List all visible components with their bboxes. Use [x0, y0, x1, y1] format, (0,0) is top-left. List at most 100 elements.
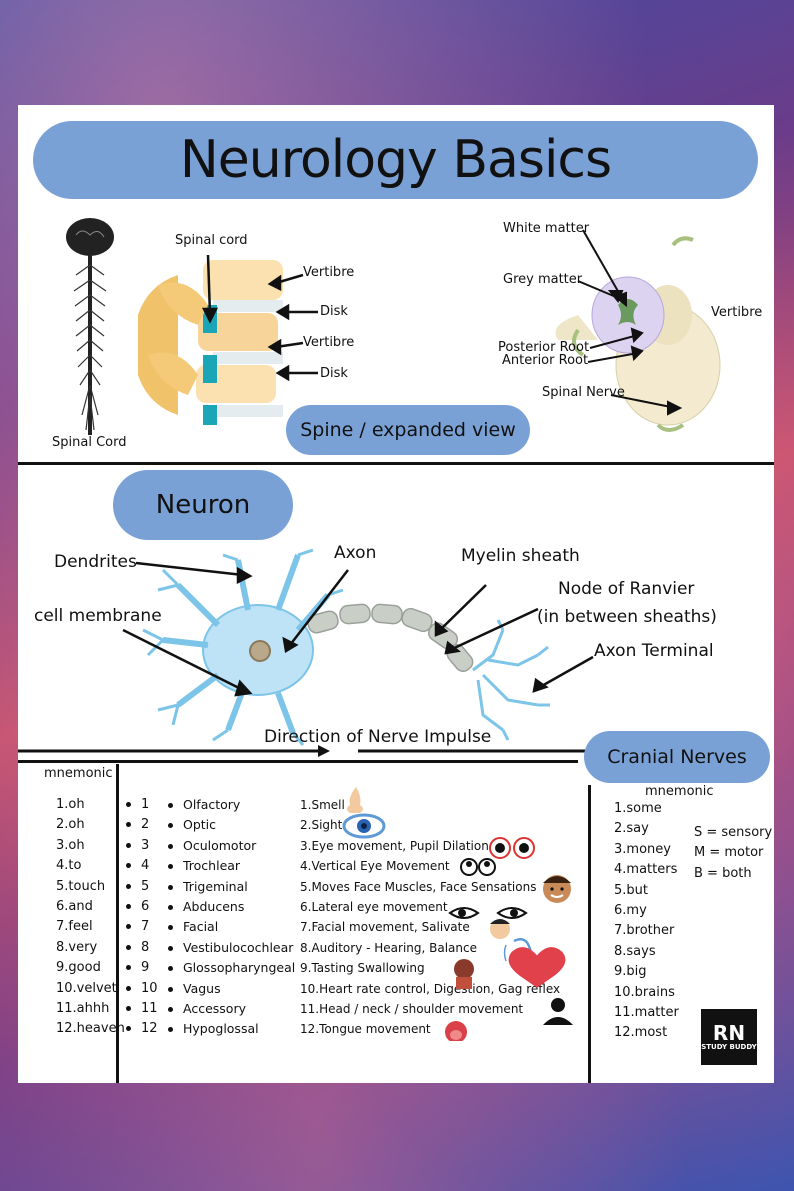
function-item: 5.Moves Face Muscles, Face Sensations — [300, 879, 537, 894]
neuron-heading-pill: Neuron — [113, 470, 293, 540]
divider-spine — [18, 462, 774, 465]
direction-label: Direction of Nerve Impulse — [264, 727, 492, 747]
logo-subtext: STUDY BUDDY — [701, 1042, 757, 1051]
nerve-name: Hypoglossal — [183, 1021, 259, 1037]
nerve-name: Oculomotor — [183, 837, 257, 853]
cranial-heading: Cranial Nerves — [607, 746, 747, 768]
list-item: 1.oh — [56, 797, 85, 812]
expanded-view-label: Spine / expanded view — [300, 419, 516, 441]
person-silhouette-icon — [543, 998, 573, 1025]
dendrites-label: Dendrites — [54, 552, 137, 572]
spine-arrows — [201, 254, 318, 382]
nerve-number: 10 — [141, 980, 158, 996]
list-item: 2.say — [614, 821, 649, 837]
nerve-name: Abducens — [183, 898, 245, 914]
right-mnemonic-title: mnemonic — [645, 784, 714, 799]
nerve-number: 1 — [141, 797, 150, 812]
cranial-heading-pill: Cranial Nerves — [584, 731, 770, 783]
list-item: 8.says — [614, 943, 656, 959]
left-mnemonic-list: 1.oh 2.oh 3.oh 4.to 5.touch 6.and 7.feel… — [56, 795, 125, 1040]
function-item: 7.Facial movement, Salivate — [300, 920, 470, 935]
list-item: 12.most — [614, 1025, 668, 1041]
axon-label: Axon — [334, 543, 377, 563]
function-item: 8.Auditory - Hearing, Balance — [300, 940, 477, 955]
legend-item: S = sensory — [694, 825, 773, 840]
list-item: 7.feel — [56, 919, 93, 935]
brain-spinal-cord-illustration — [66, 218, 114, 435]
rn-study-buddy-logo: RN STUDY BUDDY — [701, 1009, 757, 1065]
list-item: 2.oh — [56, 817, 85, 833]
list-item: 11.matter — [614, 1004, 679, 1020]
white-matter-label: White matter — [503, 221, 590, 236]
legend: S = sensory M = motor B = both — [694, 823, 772, 884]
posterior-root-label: Posterior Root — [498, 340, 590, 355]
nerve-number-list: 1 2 3 4 5 6 7 8 9 10 11 12 — [126, 795, 158, 1040]
rolling-eyes-icon — [460, 858, 496, 876]
list-item: 5.but — [614, 882, 648, 898]
expanded-view-pill: Spine / expanded view — [286, 405, 530, 455]
function-item: 10.Heart rate control, Digestion, Gag re… — [300, 981, 561, 996]
nerve-name: Trigeminal — [183, 878, 248, 894]
spinal-cord-caption: Spinal Cord — [52, 435, 127, 450]
nerve-number: 12 — [141, 1021, 158, 1037]
node-note-label: (in between sheaths) — [537, 607, 717, 627]
poster: Neurology Basics — [18, 105, 774, 1083]
node-of-ranvier-label: Node of Ranvier — [558, 579, 695, 599]
nerve-number: 6 — [141, 898, 150, 914]
nose-icon — [347, 787, 363, 813]
vertebrae-illustration — [138, 260, 283, 425]
divider-right-column — [588, 785, 591, 1083]
face-icon — [543, 875, 571, 903]
list-item: 8.very — [56, 939, 98, 955]
nerve-name: Vestibulocochlear — [183, 939, 294, 955]
nerve-number: 9 — [141, 960, 150, 976]
eye-icon — [342, 813, 386, 839]
side-eyes-icon — [448, 907, 528, 919]
list-item: 5.touch — [56, 878, 106, 894]
function-item: 3.Eye movement, Pupil Dilation — [300, 838, 489, 853]
nerve-function-list: 1.Smell 2.Sight 3.Eye movement, Pupil Di… — [300, 795, 560, 1040]
nerve-number: 7 — [141, 919, 150, 935]
list-item: 7.brother — [614, 923, 675, 939]
nerve-number: 3 — [141, 837, 150, 853]
function-item: 6.Lateral eye movement — [300, 899, 448, 914]
neuron-illustration — [122, 548, 594, 746]
title-banner: Neurology Basics — [33, 121, 758, 199]
left-mnemonic-title: mnemonic — [44, 766, 113, 781]
nerve-name: Optic — [183, 817, 217, 833]
list-item: 9.big — [614, 964, 647, 980]
list-item: 10.brains — [614, 984, 675, 1000]
list-item: 6.and — [56, 898, 93, 914]
function-item: 12.Tongue movement — [300, 1022, 431, 1037]
nerve-number: 11 — [141, 1000, 158, 1016]
drooling-face-icon — [490, 919, 510, 939]
vertibre-label-1: Vertibre — [303, 265, 355, 280]
function-item: 11.Head / neck / shoulder movement — [300, 1001, 524, 1016]
nerve-number: 8 — [141, 939, 150, 955]
heart-icon — [508, 947, 566, 988]
nerve-name: Accessory — [183, 1000, 246, 1016]
nerve-number: 4 — [141, 858, 150, 874]
nerve-name: Facial — [183, 919, 219, 935]
function-item: 4.Vertical Eye Movement — [300, 859, 450, 874]
grey-matter-label: Grey matter — [503, 272, 583, 287]
list-item: 3.oh — [56, 837, 85, 853]
cross-section-arrows — [577, 229, 683, 416]
right-mnemonic-list: 1.some 2.say 3.money 4.matters 5.but 6.m… — [614, 799, 679, 1044]
nerve-number: 5 — [141, 878, 150, 894]
list-item: 4.to — [56, 858, 82, 874]
divider-left-column — [116, 764, 119, 1083]
vertibre-label-3: Vertibre — [711, 305, 763, 320]
disk-label-1: Disk — [320, 304, 348, 319]
axon-terminal-label: Axon Terminal — [594, 641, 714, 661]
legend-item: B = both — [694, 865, 752, 881]
list-item: 11.ahhh — [56, 1000, 110, 1016]
spinal-nerve-label: Spinal Nerve — [542, 385, 625, 400]
nerve-name: Olfactory — [183, 797, 241, 812]
nerve-name-list: Olfactory Optic Oculomotor Trochlear Tri… — [168, 795, 295, 1040]
anterior-root-label: Anterior Root — [502, 353, 589, 368]
nerve-name: Trochlear — [183, 858, 241, 874]
function-item: 1.Smell — [300, 798, 345, 812]
list-item: 9.good — [56, 960, 101, 976]
nerve-name: Vagus — [183, 980, 221, 996]
